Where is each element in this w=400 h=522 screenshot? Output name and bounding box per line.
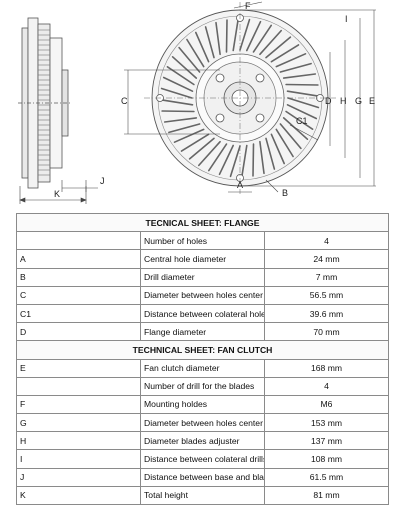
spec-description: Total height xyxy=(140,485,265,506)
spec-code: C1 xyxy=(16,303,141,324)
spec-code: G xyxy=(16,413,141,433)
label-j: J xyxy=(100,176,105,186)
spec-code: C xyxy=(16,285,141,305)
spec-code: J xyxy=(16,467,141,487)
label-a: A xyxy=(237,180,243,190)
spec-value: 56.5 mm xyxy=(264,285,389,305)
spec-code xyxy=(16,376,141,396)
label-h: H xyxy=(340,96,347,106)
cooling-fins xyxy=(160,18,320,178)
label-c: C xyxy=(121,96,128,106)
spec-value: 108 mm xyxy=(264,449,389,469)
spec-description: Diameter between holes center xyxy=(140,285,265,305)
label-g: G xyxy=(355,96,362,106)
spec-value: 168 mm xyxy=(264,358,389,378)
flange-header: TECNICAL SHEET: FLANGE xyxy=(16,212,389,233)
front-dimensions xyxy=(124,1,376,193)
spec-code: E xyxy=(16,358,141,378)
spec-description: Distance between base and blades support xyxy=(140,467,265,487)
side-view xyxy=(18,17,72,189)
spec-description: Diameter between holes center xyxy=(140,413,265,433)
fan-clutch-header-title: TECHNICAL SHEET: FAN CLUTCH xyxy=(16,340,389,360)
spec-code: D xyxy=(16,322,141,342)
spec-value: 137 mm xyxy=(264,431,389,451)
fan-clutch-header: TECHNICAL SHEET: FAN CLUTCH xyxy=(16,340,389,360)
technical-drawing: K J xyxy=(0,0,400,205)
center-lines xyxy=(144,2,336,194)
spec-description: Diameter blades adjuster xyxy=(140,431,265,451)
spec-value: 81 mm xyxy=(264,485,389,506)
spec-code xyxy=(16,231,141,251)
spec-code: A xyxy=(16,249,141,269)
spec-code: I xyxy=(16,449,141,469)
spec-description: Distance between colateral holes center xyxy=(140,303,265,324)
spec-description: Central hole diameter xyxy=(140,249,265,269)
spec-description: Fan clutch diameter xyxy=(140,358,265,378)
side-dimension-j xyxy=(61,180,98,192)
spec-code: K xyxy=(16,485,141,506)
spec-description: Drill diameter xyxy=(140,267,265,287)
side-dimension-k xyxy=(19,186,87,204)
label-e: E xyxy=(369,96,375,106)
spec-value: 4 xyxy=(264,376,389,396)
spec-value: 24 mm xyxy=(264,249,389,269)
spec-description: Distance between colateral drills center xyxy=(140,449,265,469)
spec-value: 61.5 mm xyxy=(264,467,389,487)
spec-value: 4 xyxy=(264,231,389,251)
spec-description: Flange diameter xyxy=(140,322,265,342)
spec-value: 153 mm xyxy=(264,413,389,433)
spec-code: H xyxy=(16,431,141,451)
spec-value: 70 mm xyxy=(264,322,389,342)
label-c1: C1 xyxy=(296,116,308,126)
spec-description: Number of holes xyxy=(140,231,265,251)
label-k: K xyxy=(54,189,60,199)
drawing-svg: K J xyxy=(18,1,376,204)
label-i: I xyxy=(345,14,348,24)
spec-value: 7 mm xyxy=(264,267,389,287)
spec-description: Mounting holdes xyxy=(140,394,265,415)
spec-description: Number of drill for the blades xyxy=(140,376,265,396)
spec-value: M6 xyxy=(264,394,389,415)
spec-value: 39.6 mm xyxy=(264,303,389,324)
label-f: F xyxy=(245,1,251,11)
front-view xyxy=(144,2,336,194)
label-b: B xyxy=(282,188,288,198)
spec-code: B xyxy=(16,267,141,287)
spec-code: F xyxy=(16,394,141,415)
flange-header-title: TECNICAL SHEET: FLANGE xyxy=(16,212,389,233)
label-d: D xyxy=(325,96,332,106)
flange-holes xyxy=(215,73,265,123)
